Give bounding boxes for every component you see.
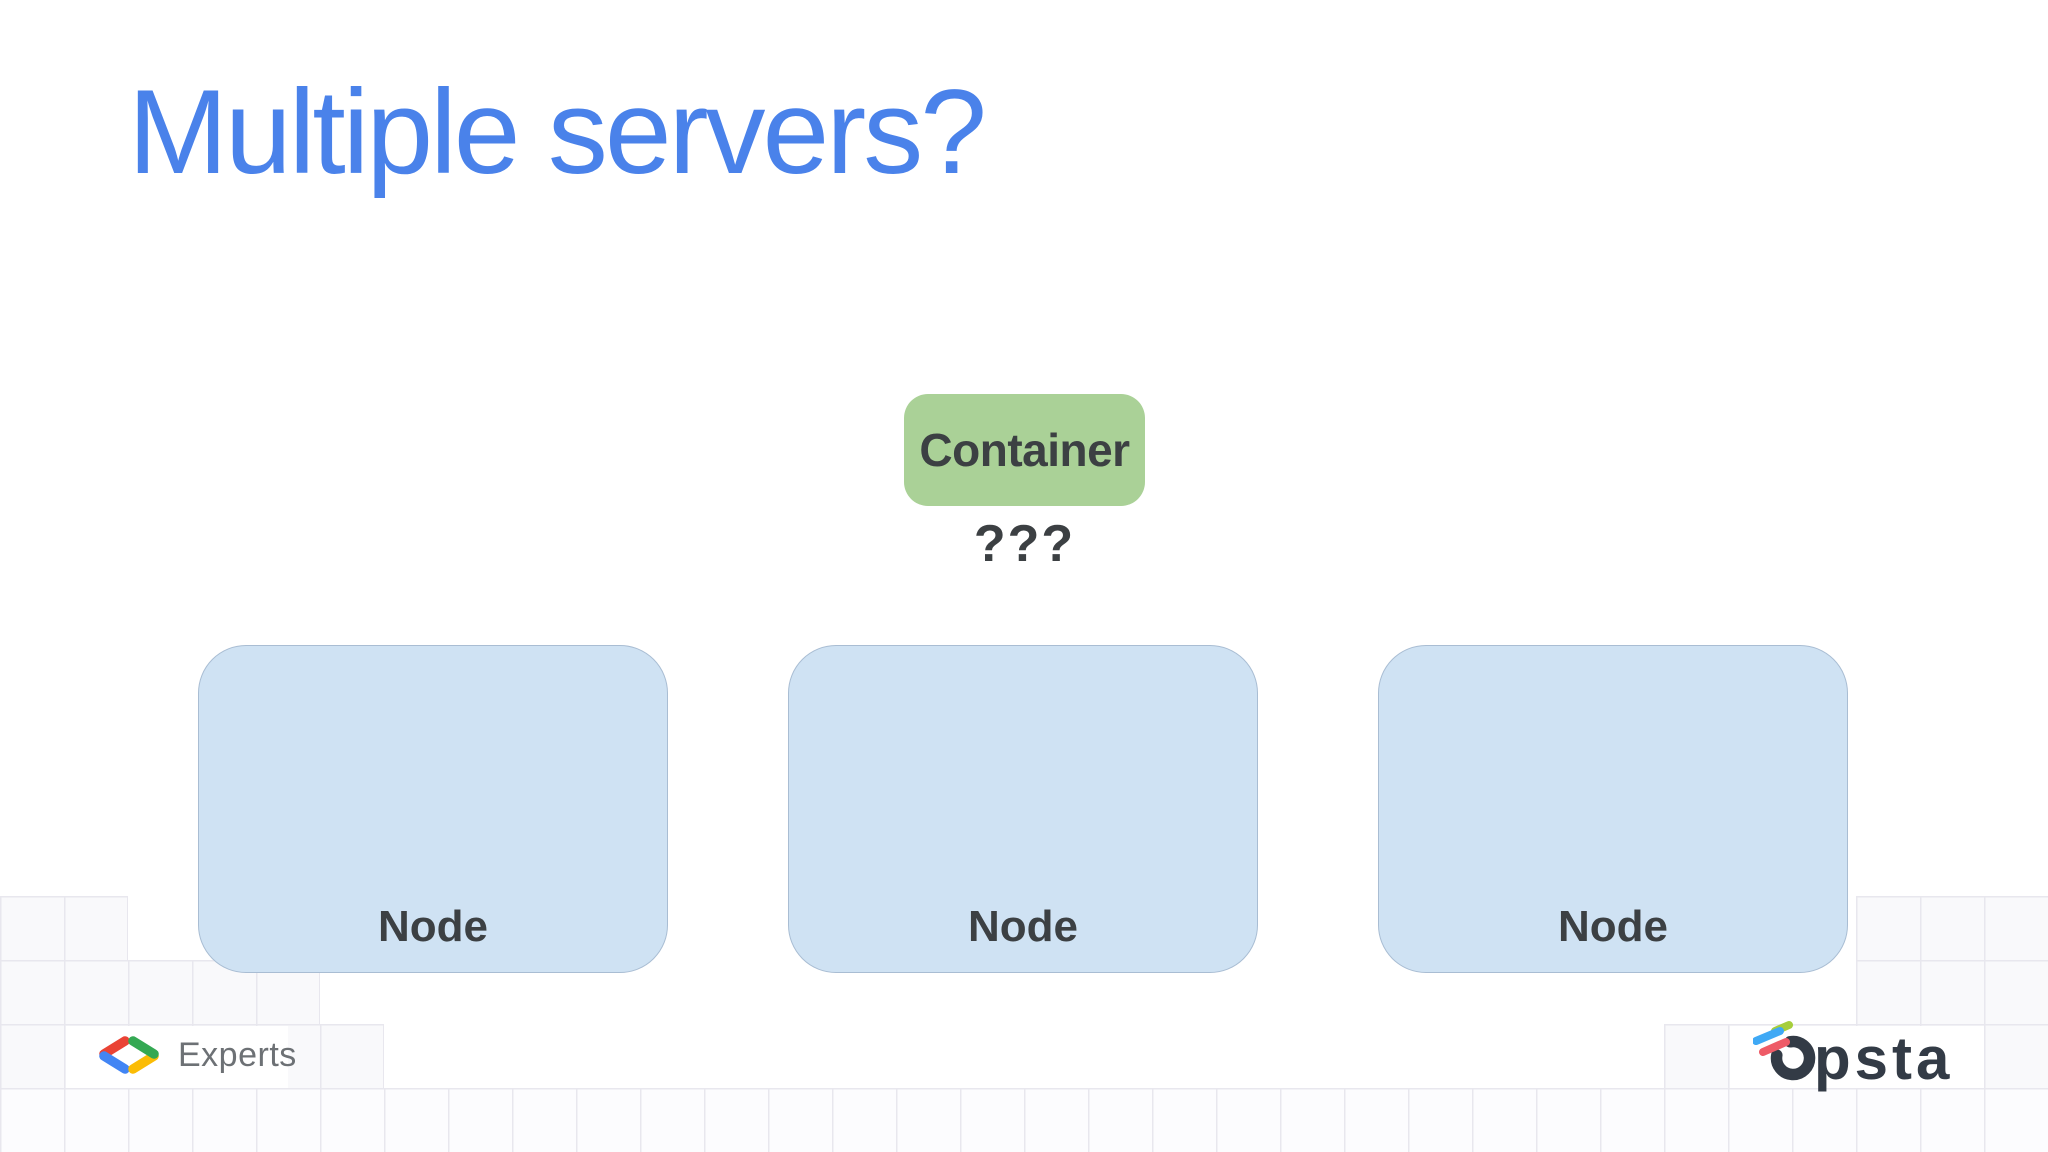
node-label: Node xyxy=(968,902,1078,951)
question-marks-text: ??? xyxy=(973,515,1076,573)
grid-pattern-bottom-band xyxy=(0,1088,2048,1152)
opsta-ring-icon: psta xyxy=(1752,1021,1953,1092)
experts-logo: Experts xyxy=(96,1030,297,1080)
node-label: Node xyxy=(378,902,488,951)
code-brackets-icon xyxy=(99,1036,159,1074)
experts-label: Experts xyxy=(178,1035,297,1074)
node-box-1: Node xyxy=(198,645,668,973)
opsta-wordmark: psta xyxy=(1814,1025,1953,1092)
opsta-logo: psta xyxy=(1752,1017,1968,1098)
node-box-3: Node xyxy=(1378,645,1848,973)
node-box-2: Node xyxy=(788,645,1258,973)
container-label: Container xyxy=(919,424,1130,476)
page-title: Multiple servers? xyxy=(128,65,987,199)
container-box: Container xyxy=(904,394,1145,506)
node-label: Node xyxy=(1558,902,1668,951)
